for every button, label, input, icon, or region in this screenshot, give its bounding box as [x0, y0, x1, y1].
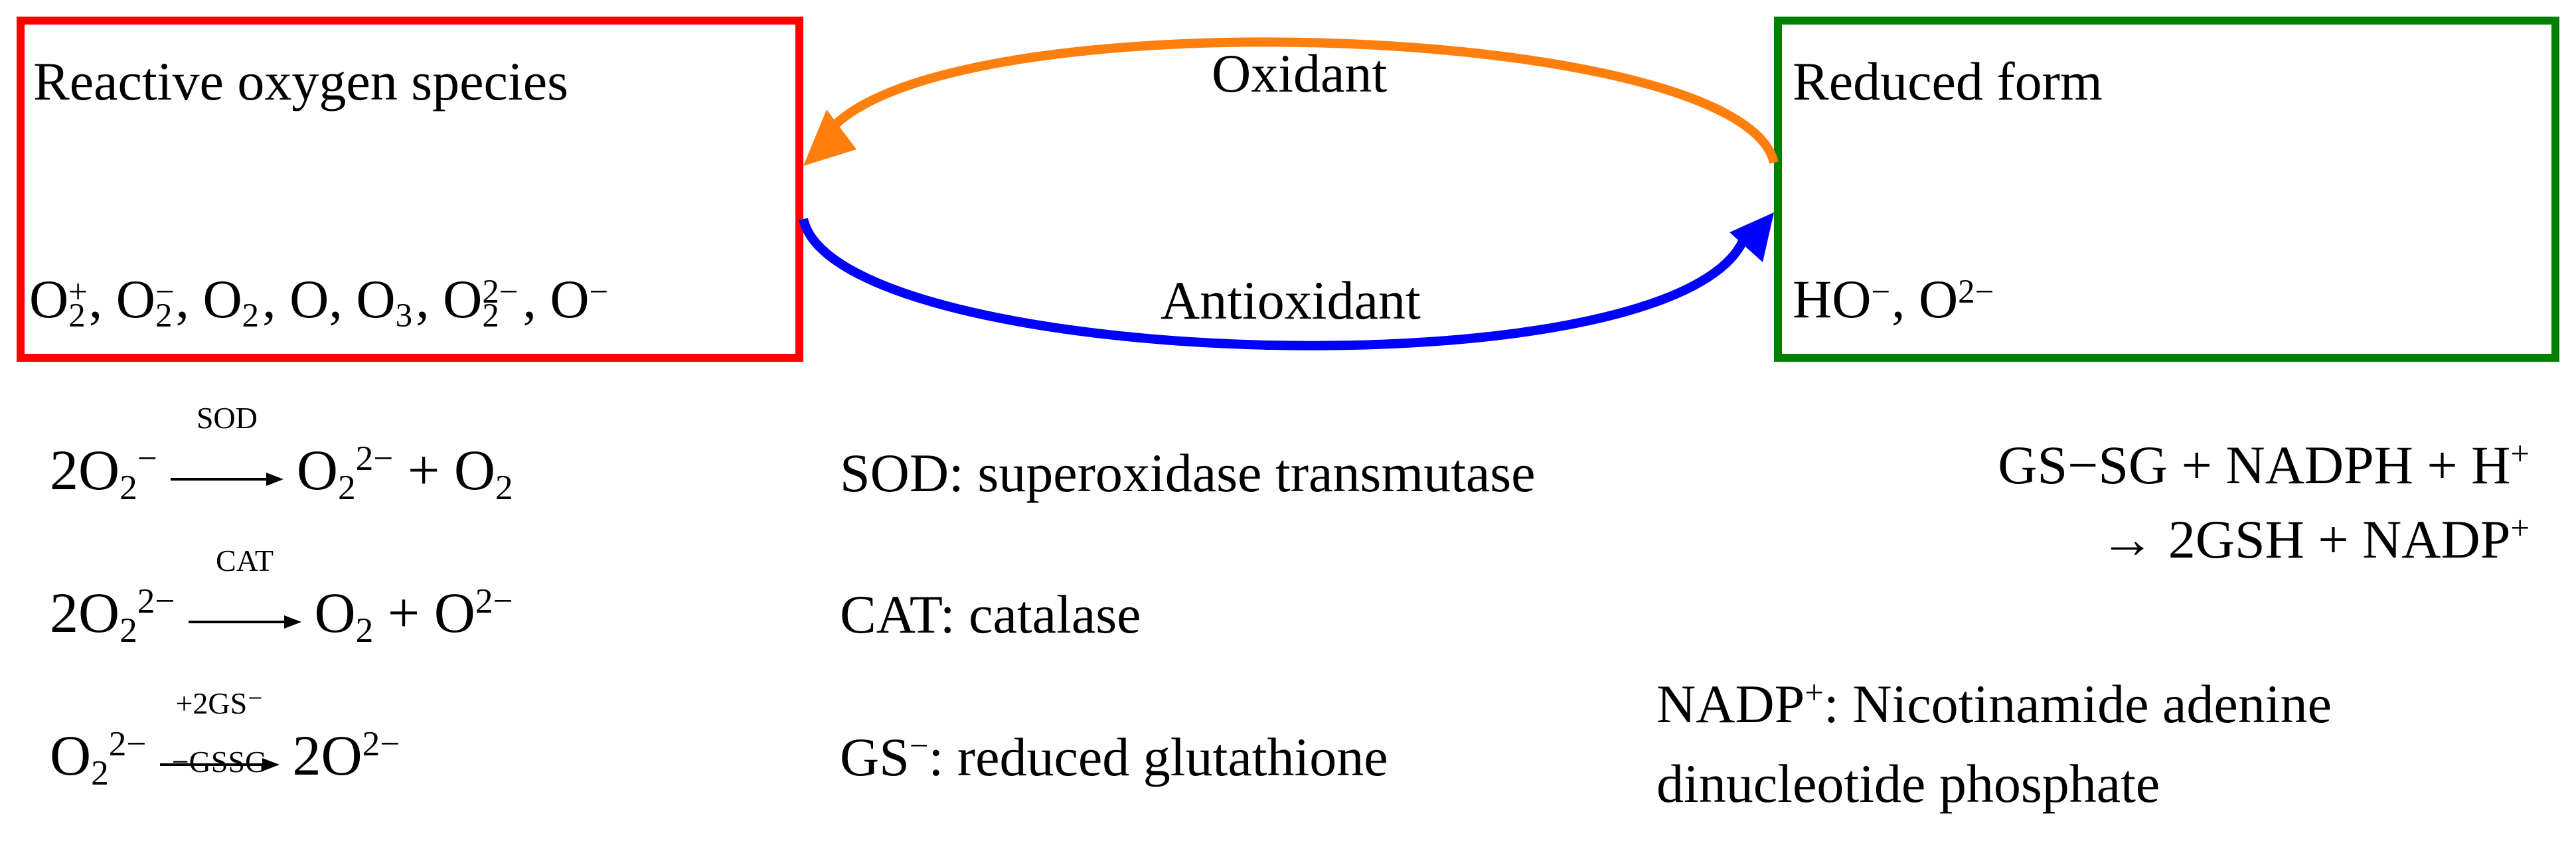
reaction-right-part: 2O: [292, 724, 362, 787]
reaction-arrow-label-top: +2GS⁻: [175, 686, 264, 720]
reaction-left-part: 2: [120, 609, 137, 650]
reaction-left-part: −: [137, 437, 157, 478]
definition-sod: SOD: superoxidase transmutase: [840, 446, 1536, 500]
reaction-left-part: 2O: [50, 438, 120, 502]
nadp-definition-line2: dinucleotide phosphate: [1656, 757, 2160, 811]
oxidant-arrowhead: [803, 110, 856, 166]
ros-box: [17, 17, 803, 362]
definition-part: CAT: catalase: [840, 584, 1141, 645]
nadp-part: NADP: [1656, 674, 1805, 734]
definition-cat: CAT: catalase: [840, 587, 1141, 642]
reduced-species: HO−,: [1793, 269, 1919, 329]
reaction-arrow-label-bottom: −GSSG: [171, 745, 268, 779]
definition-part: : reduced glutathione: [928, 727, 1388, 787]
oxidant-label: Oxidant: [1212, 43, 1388, 104]
reaction-arrow: SOD: [170, 403, 283, 498]
reaction-right-part: 2−: [355, 437, 394, 478]
reaction-right-part: 2−: [475, 580, 513, 621]
reaction-right-part: 2: [495, 467, 513, 507]
reaction-right-part: + O: [373, 581, 475, 645]
definition-part: SOD: superoxidase transmutase: [840, 443, 1536, 503]
reaction-left-part: O: [50, 724, 92, 787]
ros-species: O−2,: [116, 269, 203, 335]
ros-species: O−: [550, 269, 609, 329]
gsh-part: +: [2510, 509, 2530, 547]
gsh-part: +: [2510, 435, 2530, 473]
reaction-arrow: CAT: [188, 546, 301, 641]
nadp-part: : Nicotinamide adenine: [1823, 674, 2332, 734]
definition-gs: GS−: reduced glutathione: [840, 727, 1388, 787]
reaction-left-part: 2−: [137, 580, 175, 621]
gsh-reaction-line2: → 2GSH + NADP+: [2100, 509, 2530, 570]
antioxidant-arrow-curve: [799, 218, 1751, 350]
gsh-part: GS−SG + NADPH + H: [1998, 435, 2511, 495]
gsh-part: → 2GSH + NADP: [2100, 509, 2511, 570]
nadp-definition-line1: NADP+: Nicotinamide adenine: [1656, 674, 2332, 734]
reaction-left-part: 2: [91, 752, 109, 793]
reaction-arrow: +2GS⁻ −GSSG: [159, 688, 280, 784]
nadp-part: dinucleotide phosphate: [1656, 753, 2160, 814]
reduced-form-title: Reduced form: [1793, 51, 2103, 112]
oxidant-arrow-curve: [812, 37, 1779, 164]
ros-title: Reactive oxygen species: [33, 51, 569, 112]
reaction-arrow-label-top: CAT: [216, 544, 274, 577]
reaction-right-part: 2: [337, 467, 356, 507]
reaction-right-part: 2−: [362, 723, 400, 763]
antioxidant-label: Antioxidant: [1161, 270, 1421, 331]
reduced-form-box: [1774, 17, 2559, 362]
definition-part: GS: [840, 727, 910, 787]
reaction-right-part: + O: [393, 438, 495, 502]
reaction-left-part: 2O: [50, 581, 120, 645]
reaction-right-part: 2: [355, 609, 374, 650]
definition-part: −: [909, 727, 929, 765]
nadp-part: +: [1805, 674, 1824, 712]
antioxidant-arrowhead: [1730, 212, 1774, 262]
gsh-reaction-line1: GS−SG + NADPH + H+: [1998, 435, 2530, 495]
reaction-arrow-label-top: SOD: [196, 401, 258, 435]
reaction-right-part: O: [314, 581, 356, 645]
reaction-left-part: 2: [120, 467, 137, 507]
ros-species: O+2,: [29, 269, 116, 335]
reaction-right-part: O: [296, 438, 338, 502]
reaction-left-part: 2−: [108, 723, 147, 763]
ros-species: O,: [289, 269, 357, 329]
